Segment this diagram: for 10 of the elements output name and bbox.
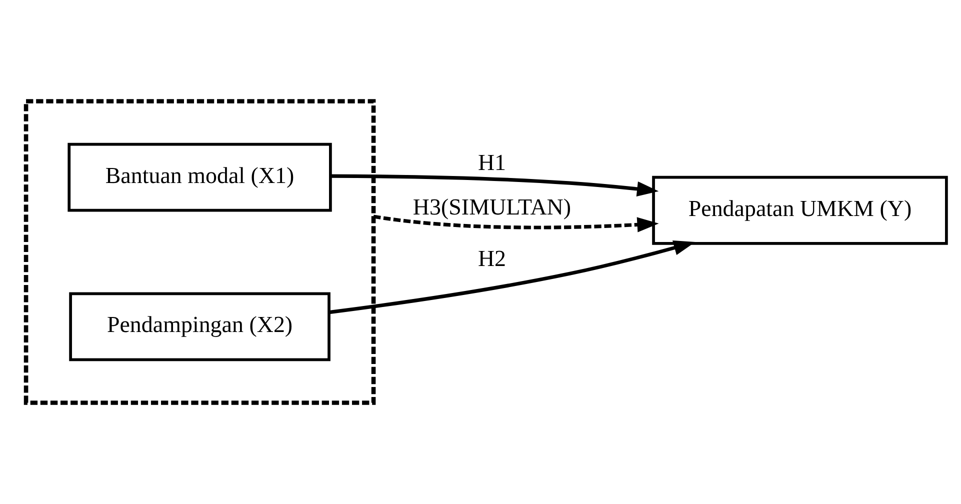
arrow — [330, 174, 659, 196]
node-box: Pendampingan (X2) — [69, 292, 330, 362]
edge-label: H3(SIMULTAN) — [412, 194, 572, 220]
edge-label: H1 — [478, 150, 506, 175]
cluster — [24, 99, 376, 405]
edge-label: H2 — [478, 246, 506, 272]
arrow — [328, 240, 696, 314]
node-box: Pendapatan UMKM (Y) — [652, 176, 948, 245]
node-box: Bantuan modal (X1) — [68, 142, 332, 212]
arrow — [373, 214, 659, 232]
